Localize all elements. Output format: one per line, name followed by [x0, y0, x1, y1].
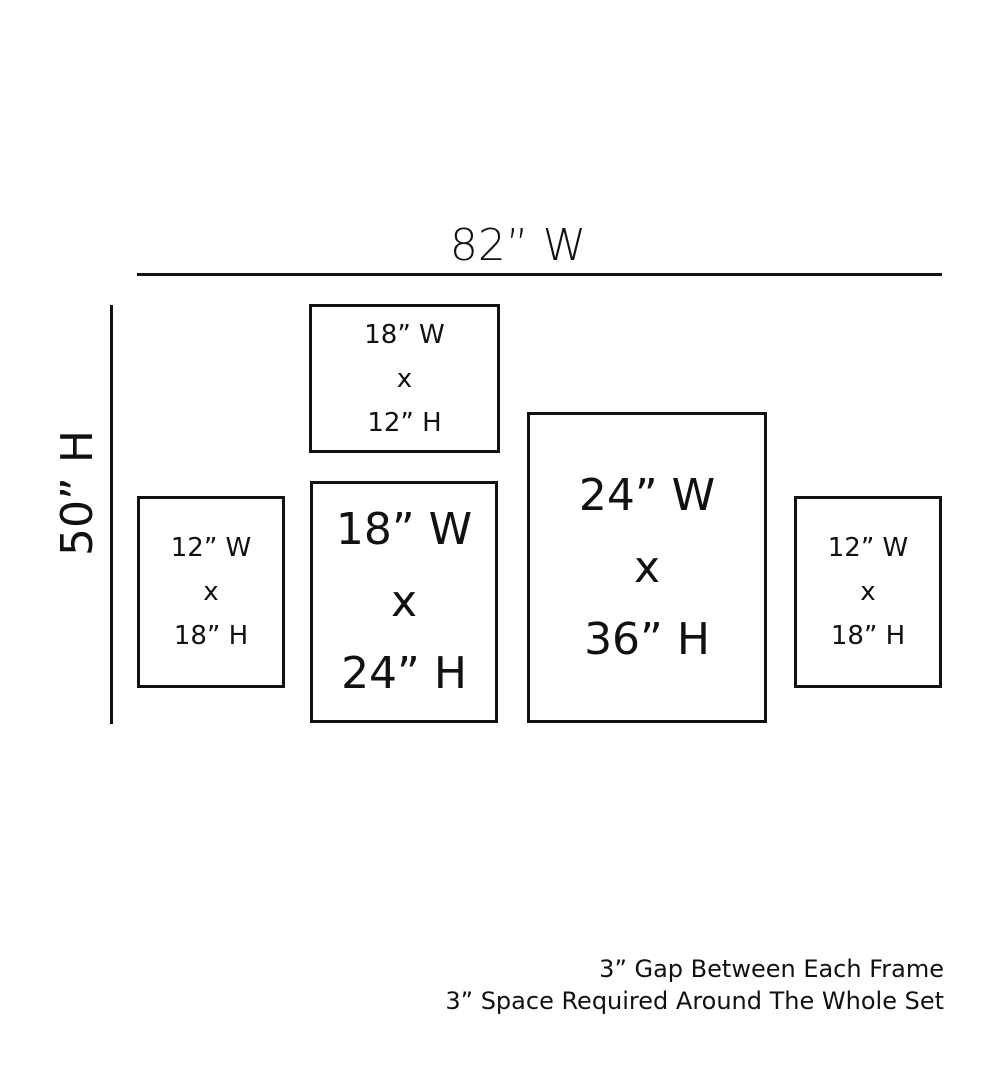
width-dimension-line: [137, 273, 942, 276]
space-note: 3” Space Required Around The Whole Set: [445, 987, 944, 1015]
frame-x: x: [203, 577, 219, 607]
frame-width: 18” W: [364, 319, 445, 350]
frame-height: 12” H: [367, 407, 442, 438]
frame-height: 18” H: [173, 621, 249, 651]
frame-x: x: [633, 541, 661, 593]
frame-height: 24” H: [341, 648, 467, 699]
gap-note: 3” Gap Between Each Frame: [599, 955, 944, 983]
frame-24x36: 24” W x 36” H: [527, 412, 767, 723]
frame-x: x: [390, 576, 418, 627]
frame-x: x: [396, 363, 413, 394]
frame-height: 18” H: [830, 621, 906, 651]
frame-width: 12” W: [827, 533, 909, 563]
overall-width-label: 82” W: [449, 220, 587, 271]
frame-x: x: [860, 577, 876, 607]
frame-12x18-right: 12” W x 18” H: [794, 496, 942, 688]
frame-width: 18” W: [335, 504, 473, 555]
frame-height: 36” H: [584, 613, 710, 665]
frame-width: 12” W: [170, 533, 252, 563]
frame-18x12: 18” W x 12” H: [309, 304, 500, 453]
frame-18x24: 18” W x 24” H: [310, 481, 498, 723]
height-dimension-line: [110, 305, 113, 724]
frame-width: 24” W: [578, 469, 716, 521]
frame-12x18-left: 12” W x 18” H: [137, 496, 285, 688]
overall-height-label: 50” H: [52, 430, 103, 556]
